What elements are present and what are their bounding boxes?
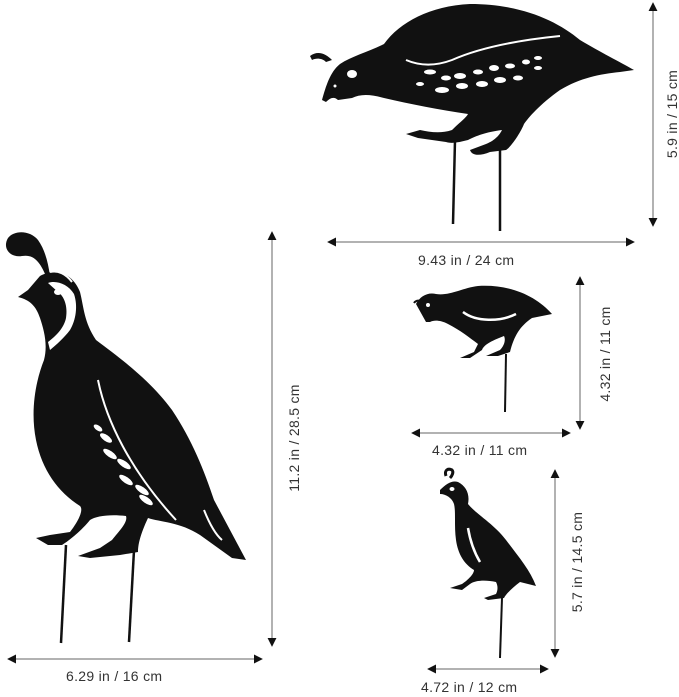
small-standing-quail-height-label: 5.7 in / 14.5 cm [569,511,585,613]
feeding-quail-height-label: 5.9 in / 15 cm [664,69,679,159]
small-walking-quail-width-label: 4.32 in / 11 cm [432,442,528,458]
feeding-quail-dimensions [327,2,658,247]
large-quail-dimensions [7,231,277,664]
small-walking-quail-dimensions [411,276,585,438]
large-quail-height-label: 11.2 in / 28.5 cm [286,384,302,492]
small-walking-quail-height-label: 4.32 in / 11 cm [597,306,613,402]
small-standing-quail-dimensions [427,469,560,674]
large-quail-width-label: 6.29 in / 16 cm [66,668,163,684]
feeding-quail-silhouette [310,4,634,231]
small-walking-quail-silhouette [413,285,552,413]
feeding-quail-width-label: 9.43 in / 24 cm [418,252,515,268]
small-standing-quail-width-label: 4.72 in / 12 cm [421,679,518,695]
small-standing-quail-silhouette [440,467,536,659]
large-quail-silhouette [5,232,246,644]
